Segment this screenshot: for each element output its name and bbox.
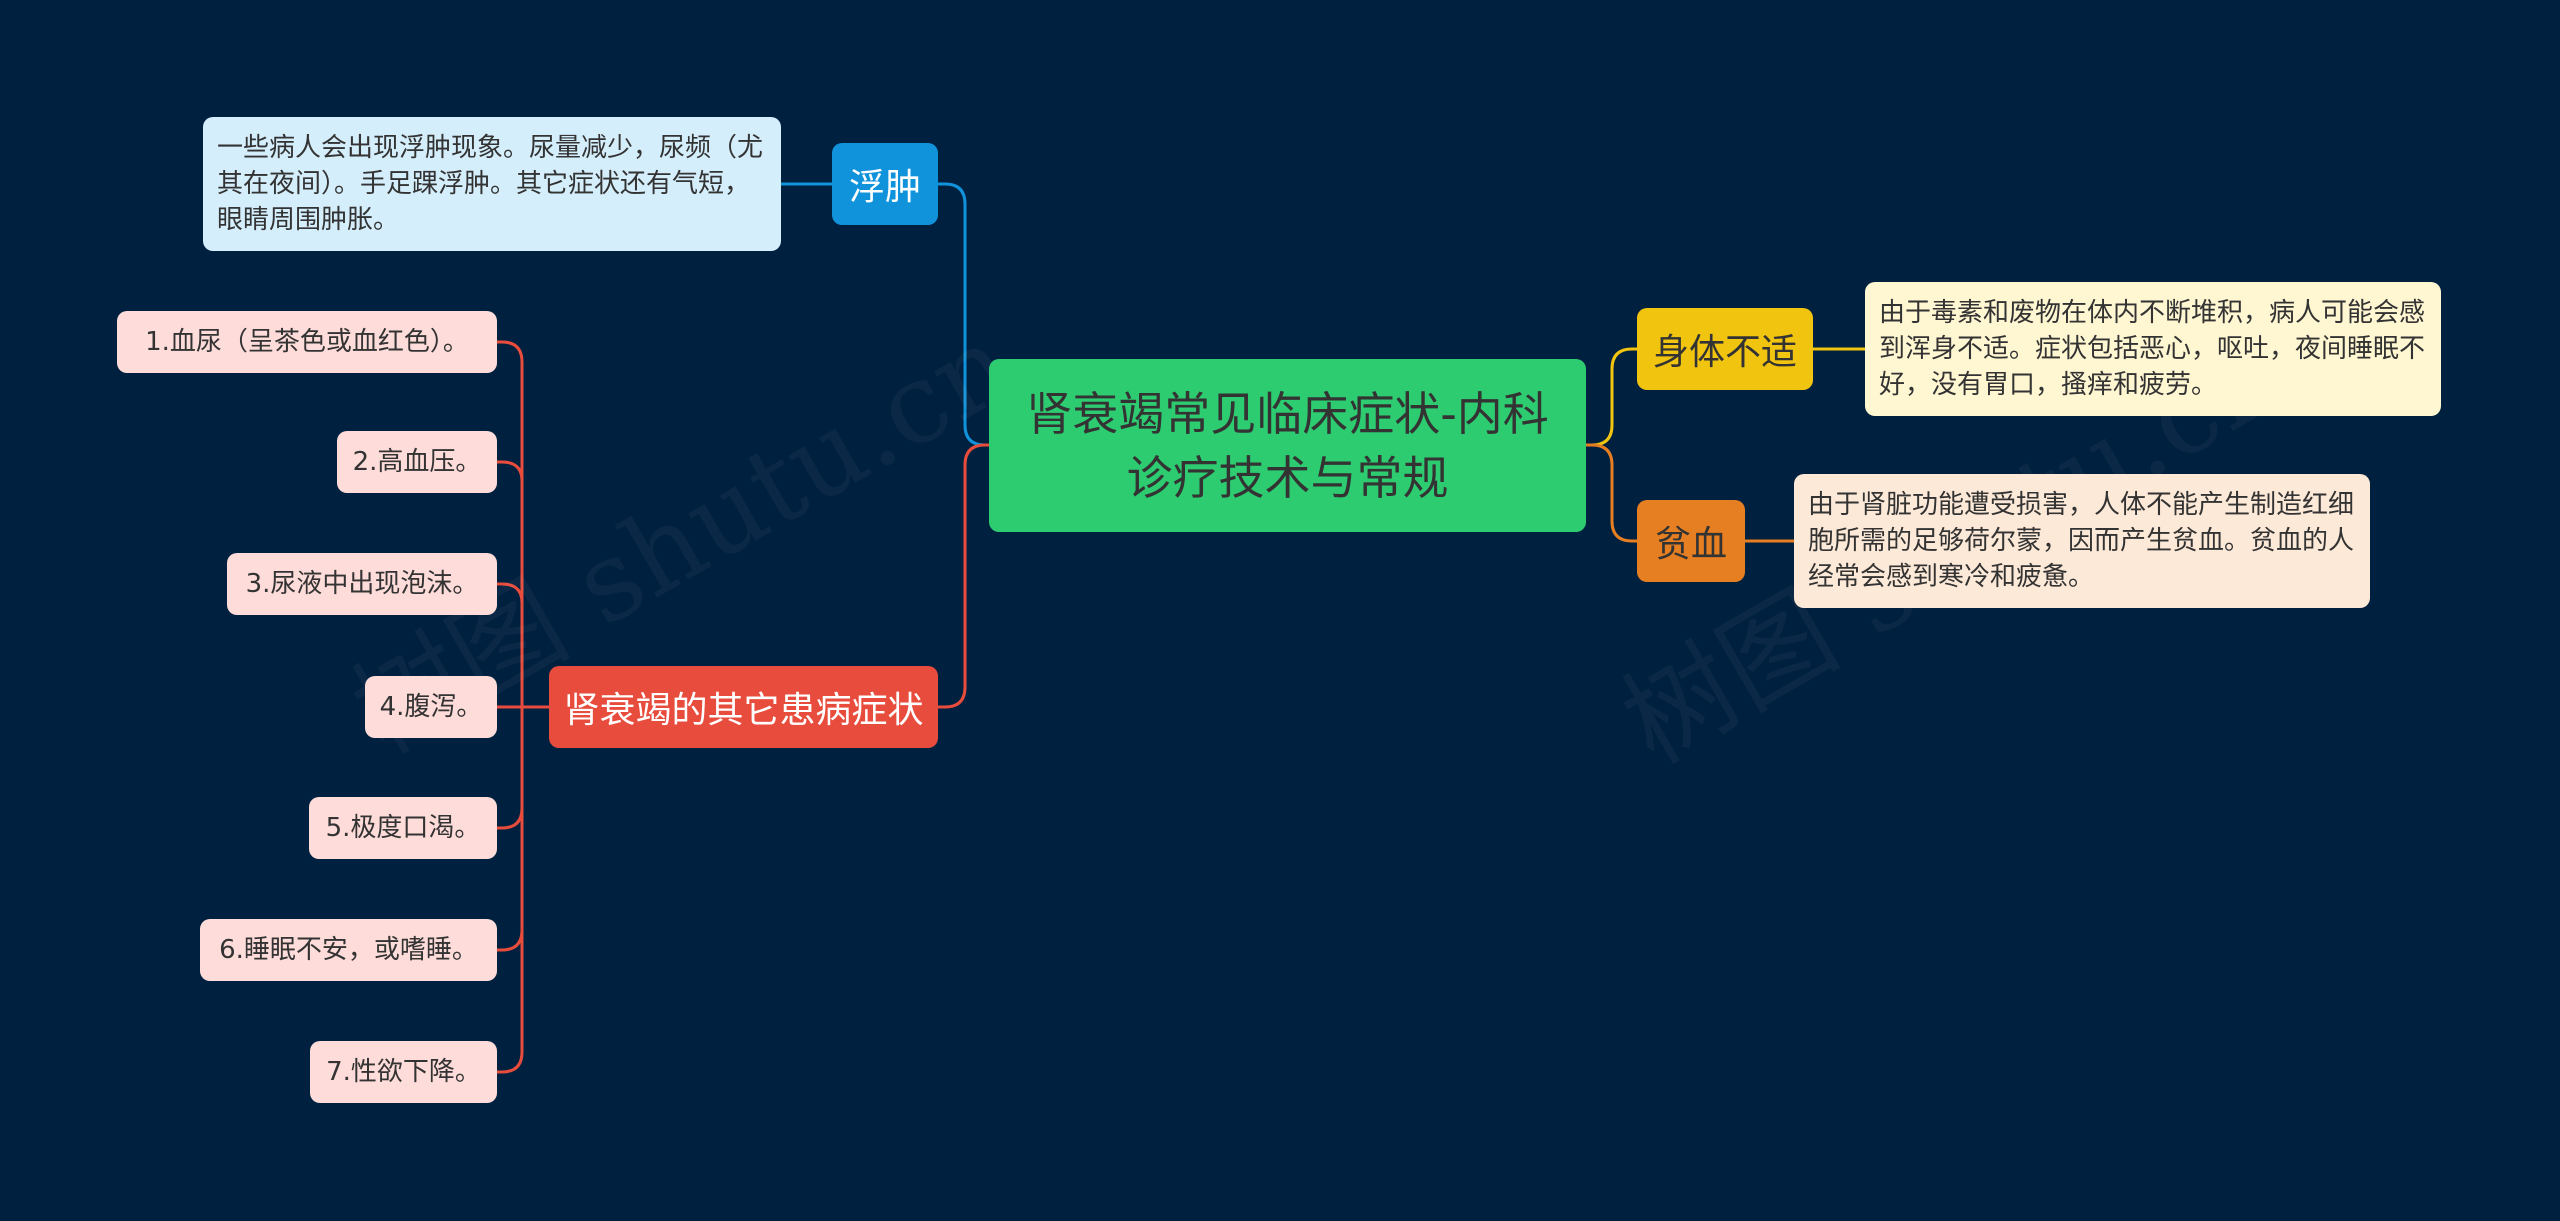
link-root-edema — [938, 182, 989, 447]
symptom-item[interactable]: 6.睡眠不安，或嗜睡。 — [200, 919, 497, 981]
branch-anemia[interactable]: 贫血 — [1637, 500, 1745, 582]
symptom-item[interactable]: 7.性欲下降。 — [310, 1041, 497, 1103]
link-root-anemia — [1586, 443, 1637, 543]
links-other-items — [497, 340, 549, 1074]
branch-edema[interactable]: 浮肿 — [832, 143, 938, 225]
root-topic[interactable]: 肾衰竭常见临床症状-内科诊疗技术与常规 — [989, 359, 1586, 532]
edema-detail[interactable]: 一些病人会出现浮肿现象。尿量减少，尿频（尤其在夜间）。手足踝浮肿。其它症状还有气… — [203, 117, 781, 251]
symptom-item[interactable]: 5.极度口渴。 — [309, 797, 497, 859]
branch-discomfort[interactable]: 身体不适 — [1637, 308, 1813, 390]
discomfort-detail[interactable]: 由于毒素和废物在体内不断堆积，病人可能会感到浑身不适。症状包括恶心，呕吐，夜间睡… — [1865, 282, 2441, 416]
symptom-item[interactable]: 2.高血压。 — [337, 431, 497, 493]
symptom-item[interactable]: 4.腹泻。 — [365, 676, 497, 738]
symptom-item[interactable]: 1.血尿（呈茶色或血红色）。 — [117, 311, 497, 373]
branch-other-symptoms[interactable]: 肾衰竭的其它患病症状 — [549, 666, 938, 748]
link-root-discomfort — [1586, 347, 1637, 447]
symptom-item[interactable]: 3.尿液中出现泡沫。 — [227, 553, 497, 615]
anemia-detail[interactable]: 由于肾脏功能遭受损害，人体不能产生制造红细胞所需的足够荷尔蒙，因而产生贫血。贫血… — [1794, 474, 2370, 608]
link-root-other — [938, 443, 989, 709]
